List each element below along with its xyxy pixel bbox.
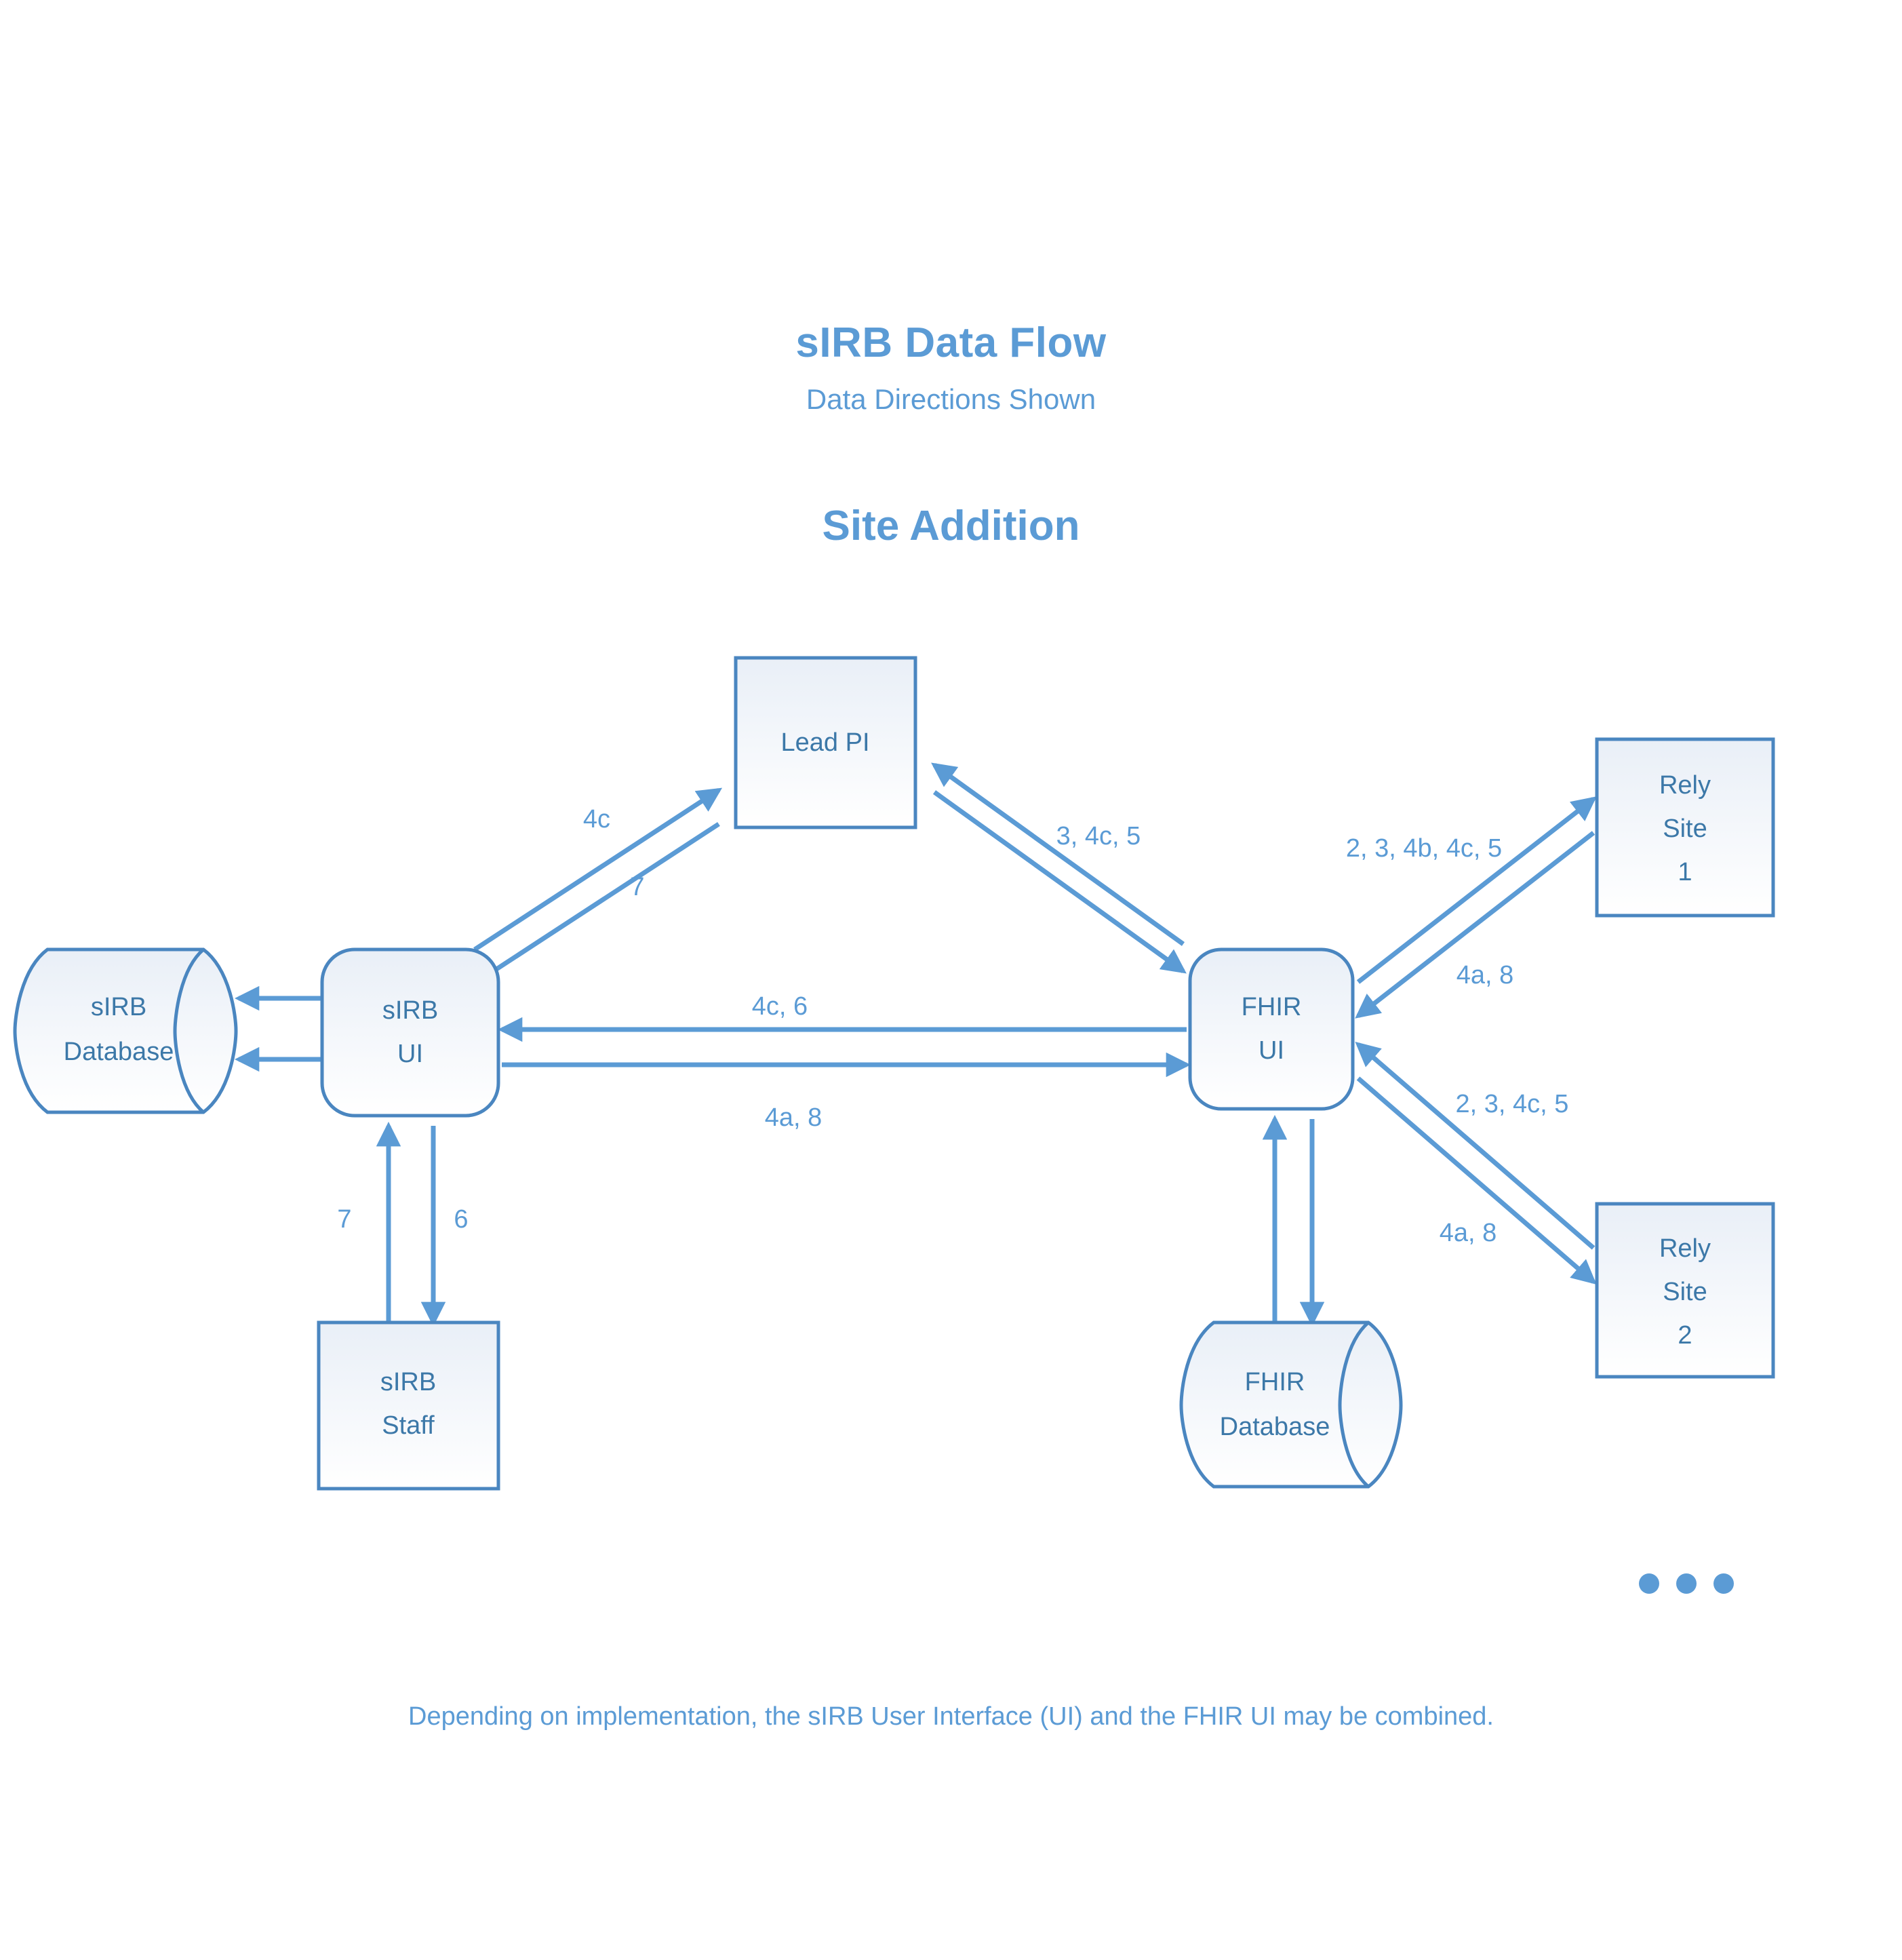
node-rely-site-1[interactable]: Rely Site 1 (1595, 737, 1775, 918)
node-label-sirb-database-1: sIRB (91, 993, 146, 1021)
edge-fhirui-sirbui (497, 1017, 1191, 1078)
node-fhir-ui[interactable]: FHIR UI (1188, 947, 1355, 1111)
node-sirb-ui[interactable]: sIRB UI (320, 947, 500, 1118)
node-label-sirb-ui-2: UI (397, 1040, 423, 1068)
node-sirb-database[interactable]: sIRB Database (13, 947, 238, 1114)
edge-sirbstaff-sirbui (376, 1121, 446, 1327)
connector-layer (234, 762, 1597, 1327)
edge-label-4c-6: 4c, 6 (752, 992, 808, 1021)
node-label-lead-pi: Lead PI (781, 728, 870, 757)
node-label-sirb-ui-1: sIRB (382, 996, 438, 1025)
more-sites-ellipsis-icon (1639, 1573, 1734, 1594)
page-title: sIRB Data Flow (795, 319, 1107, 366)
node-label-rely-site-2-3: 2 (1678, 1321, 1692, 1350)
node-label-fhir-database-2: Database (1220, 1413, 1330, 1441)
node-label-rely-site-2-2: Site (1663, 1278, 1707, 1306)
node-label-sirb-staff-2: Staff (382, 1411, 435, 1440)
edge-fhirui-relysite2 (1355, 1042, 1597, 1285)
node-label-sirb-staff-1: sIRB (380, 1368, 436, 1396)
footer-note: Depending on implementation, the sIRB Us… (408, 1702, 1494, 1731)
edge-label-6-staff: 6 (454, 1205, 468, 1234)
edge-sirbui-leadpi (471, 787, 723, 986)
node-lead-pi[interactable]: Lead PI (734, 656, 917, 829)
node-label-rely-site-1-1: Rely (1659, 771, 1711, 800)
edge-fhirui-fhirdatabase (1262, 1114, 1325, 1327)
node-label-rely-site-2-1: Rely (1659, 1234, 1711, 1263)
node-rely-site-2[interactable]: Rely Site 2 (1595, 1202, 1775, 1379)
edge-label-4c: 4c (583, 805, 610, 834)
edge-label-2-3-4b-4c-5: 2, 3, 4b, 4c, 5 (1346, 834, 1502, 863)
node-label-fhir-ui-1: FHIR (1242, 993, 1302, 1021)
node-label-fhir-database-1: FHIR (1245, 1368, 1305, 1396)
edge-label-layer: 4c 7 3, 4c, 5 2, 3, 4b, 4c, 5 4a, 8 2, 3… (337, 805, 1568, 1247)
edge-fhirui-relysite1 (1355, 796, 1597, 1019)
node-label-rely-site-1-3: 1 (1678, 858, 1692, 886)
node-fhir-database[interactable]: FHIR Database (1179, 1320, 1403, 1489)
edge-label-7-leadpi: 7 (630, 873, 644, 901)
edge-leadpi-fhirui (931, 762, 1187, 974)
edge-label-2-3-4c-5: 2, 3, 4c, 5 (1456, 1090, 1569, 1118)
node-label-rely-site-1-2: Site (1663, 815, 1707, 843)
edge-label-4a-8-rely1: 4a, 8 (1457, 961, 1514, 989)
edge-label-4a-8-center: 4a, 8 (765, 1103, 823, 1132)
node-label-sirb-database-2: Database (64, 1038, 174, 1066)
page-subtitle: Data Directions Shown (806, 383, 1096, 415)
node-label-fhir-ui-2: UI (1259, 1036, 1284, 1065)
edge-label-4a-8-rely2: 4a, 8 (1440, 1219, 1497, 1247)
section-title: Site Addition (822, 503, 1080, 549)
edge-sirbui-sirbdatabase (234, 985, 322, 1072)
edge-label-7-staff: 7 (337, 1205, 351, 1234)
edge-label-3-4c-5: 3, 4c, 5 (1056, 822, 1141, 850)
node-sirb-staff[interactable]: sIRB Staff (317, 1320, 500, 1491)
